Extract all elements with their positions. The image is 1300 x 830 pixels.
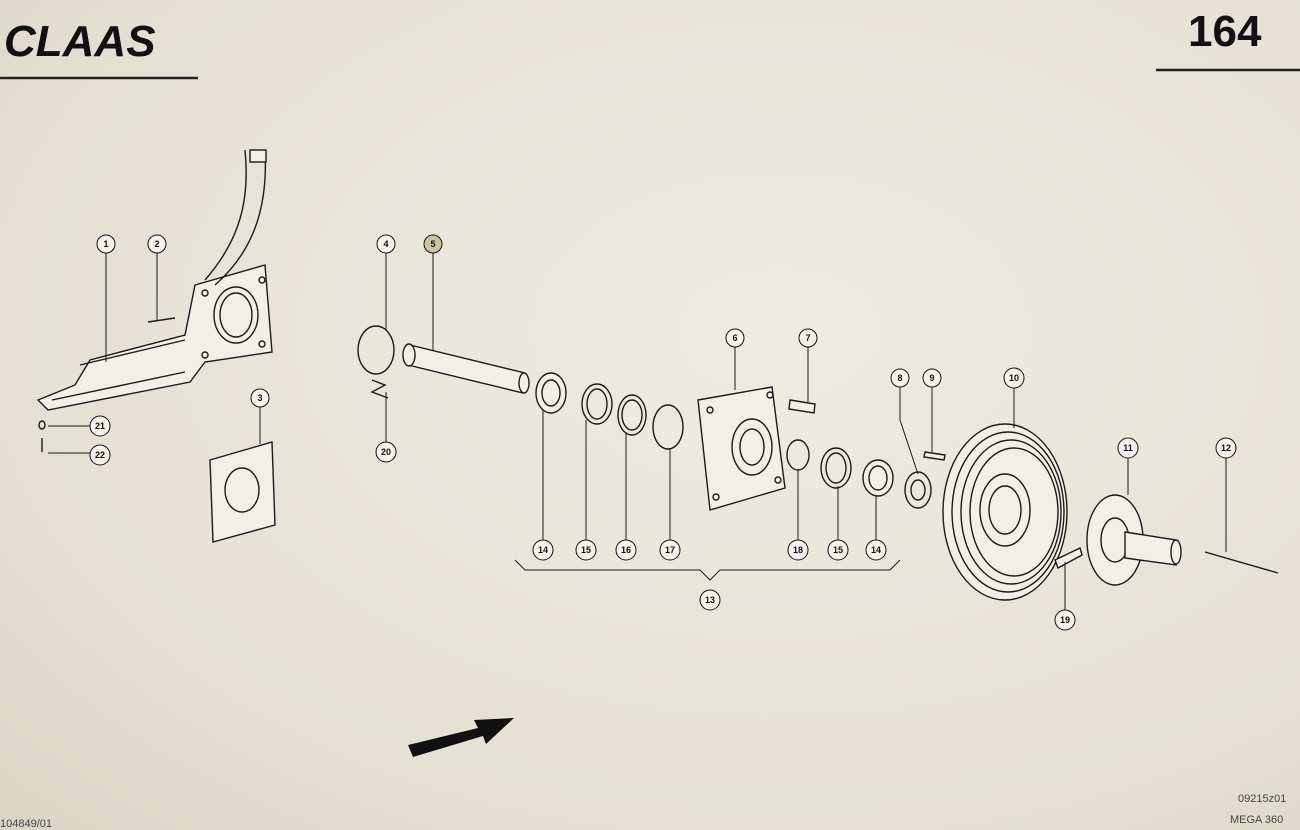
svg-text:6: 6 bbox=[732, 333, 737, 343]
part-12-rod bbox=[1204, 551, 1279, 574]
svg-text:19: 19 bbox=[1060, 615, 1070, 625]
callout-13: 13 bbox=[699, 589, 721, 611]
callout-7: 7 bbox=[798, 328, 818, 348]
footer-right-code-1: 09215z01 bbox=[1238, 793, 1286, 805]
leader-lines bbox=[48, 252, 1227, 612]
part-10-pulley bbox=[942, 423, 1068, 601]
callout-4: 4 bbox=[376, 234, 396, 254]
part-2-bolt bbox=[147, 317, 176, 323]
callout-2: 2 bbox=[147, 234, 167, 254]
callout-5: 5 bbox=[423, 234, 443, 254]
svg-text:1: 1 bbox=[103, 239, 108, 249]
part-6-flange bbox=[697, 386, 786, 511]
page-number: 164 bbox=[1188, 7, 1262, 56]
svg-text:2: 2 bbox=[154, 239, 159, 249]
callout-21: 21 bbox=[89, 415, 111, 437]
part-21-22-fasteners bbox=[38, 420, 46, 452]
svg-text:12: 12 bbox=[1221, 443, 1231, 453]
part-3-gasket bbox=[209, 441, 276, 543]
part-14-bearing-left bbox=[535, 372, 567, 414]
callout-18: 18 bbox=[787, 539, 809, 561]
svg-text:20: 20 bbox=[381, 447, 391, 457]
part-16-ring bbox=[617, 394, 647, 436]
callout-1: 1 bbox=[96, 234, 116, 254]
svg-text:7: 7 bbox=[805, 333, 810, 343]
callout-17: 17 bbox=[659, 539, 681, 561]
callout-15-right: 15 bbox=[827, 539, 849, 561]
part-11-hub bbox=[1086, 494, 1182, 586]
svg-text:5: 5 bbox=[430, 239, 435, 249]
svg-text:15: 15 bbox=[581, 545, 591, 555]
callout-15-left: 15 bbox=[575, 539, 597, 561]
svg-text:16: 16 bbox=[621, 545, 631, 555]
svg-text:14: 14 bbox=[538, 545, 548, 555]
svg-text:11: 11 bbox=[1123, 443, 1133, 453]
brand-logo: CLAAS bbox=[4, 17, 156, 66]
part-18-ring bbox=[786, 439, 810, 471]
svg-text:9: 9 bbox=[929, 373, 934, 383]
svg-text:8: 8 bbox=[897, 373, 902, 383]
svg-text:14: 14 bbox=[871, 545, 881, 555]
part-15-ring-right bbox=[820, 447, 852, 489]
callout-3: 3 bbox=[250, 388, 270, 408]
footer-left-code: 104849/01 bbox=[0, 818, 52, 830]
svg-text:4: 4 bbox=[383, 239, 388, 249]
part-8-washer bbox=[904, 471, 932, 509]
callout-12: 12 bbox=[1215, 437, 1237, 459]
part-17-ring bbox=[652, 404, 684, 450]
svg-text:10: 10 bbox=[1009, 373, 1019, 383]
part-19-belt-segment bbox=[1054, 547, 1083, 569]
svg-text:13: 13 bbox=[705, 595, 715, 605]
callout-20: 20 bbox=[375, 441, 397, 463]
callout-10: 10 bbox=[1003, 367, 1025, 389]
callout-11: 11 bbox=[1117, 437, 1139, 459]
part-14-bearing-right bbox=[862, 459, 894, 497]
svg-text:15: 15 bbox=[833, 545, 843, 555]
svg-text:3: 3 bbox=[257, 393, 262, 403]
callout-9: 9 bbox=[922, 368, 942, 388]
part-5-shaft bbox=[402, 343, 530, 394]
callout-14-right: 14 bbox=[865, 539, 887, 561]
part-7-bolt bbox=[788, 399, 816, 414]
callout-6: 6 bbox=[725, 328, 745, 348]
svg-text:21: 21 bbox=[95, 421, 105, 431]
callout-14-left: 14 bbox=[532, 539, 554, 561]
svg-text:17: 17 bbox=[665, 545, 675, 555]
callout-16: 16 bbox=[615, 539, 637, 561]
callout-8: 8 bbox=[890, 368, 910, 388]
svg-text:18: 18 bbox=[793, 545, 803, 555]
part-4-ring bbox=[357, 325, 395, 375]
svg-text:22: 22 bbox=[95, 450, 105, 460]
part-1-bracket bbox=[36, 149, 273, 411]
part-20-pin bbox=[370, 379, 389, 399]
part-15-ring-left bbox=[581, 383, 613, 425]
callout-19: 19 bbox=[1054, 609, 1076, 631]
footer-right-code-2: MEGA 360 bbox=[1230, 814, 1283, 826]
callout-22: 22 bbox=[89, 444, 111, 466]
direction-arrow-icon bbox=[408, 718, 514, 757]
part-9-key bbox=[923, 451, 946, 461]
